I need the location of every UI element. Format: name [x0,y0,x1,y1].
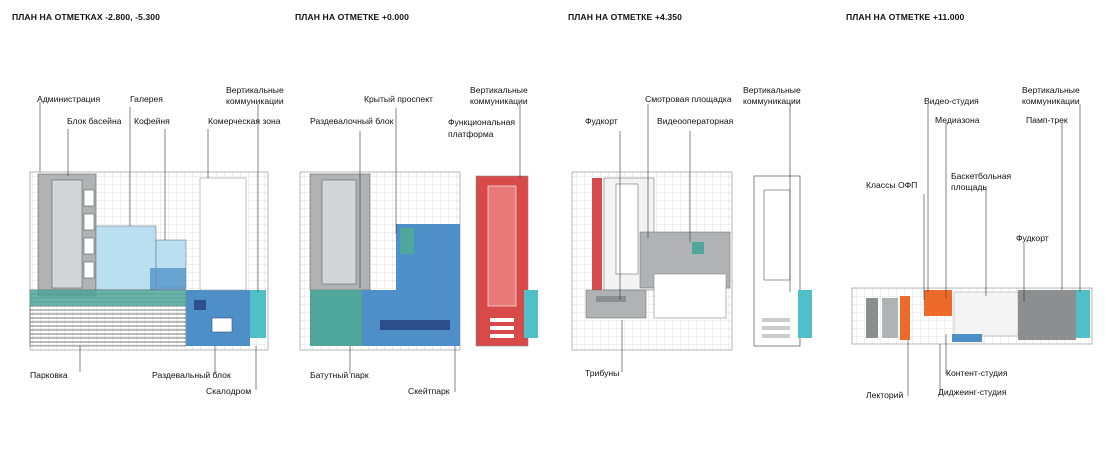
label-vertical-comms: Вертикальные коммуникации [470,85,528,106]
label-lecture-hall: Лекторий [866,390,904,400]
cafe-accent [150,268,186,290]
label-video-studio: Видео-студия [924,96,979,106]
label-changing-block: Раздевальный блок [152,370,231,380]
pump-track-zone [1018,290,1076,340]
label-basketball: Баскетбольная площадь [951,171,1012,192]
vertical-comms-zone [250,290,266,338]
label-content-studio: Контент-студия [946,368,1008,378]
label-administration: Администрация [37,94,101,104]
label-media-zone: Медиазона [935,115,980,125]
panel-4-title: ПЛАН НА ОТМЕТКЕ +11.000 [846,12,965,22]
djing-zone [952,334,982,342]
label-tribunes: Трибуны [585,368,620,378]
trampoline-park-zone-2 [310,290,362,346]
label-viewing-platform: Смотровая площадка [645,94,732,104]
tribunes-zone [585,289,647,319]
label-pump-track: Памп-трек [1026,115,1068,125]
video-operator-zone [692,242,704,254]
plan-2 [299,171,538,351]
label-vertical-comms: Вертикальные коммуникации [743,85,801,106]
label-vertical-comms: Вертикальные коммуникации [226,85,284,106]
label-ofp-classes: Классы ОФП [866,180,918,190]
leader-lines [39,102,1081,396]
label-skatepark: Скейтпарк [408,386,450,396]
label-foodcourt: Фудкорт [585,116,618,126]
basketball-zone [953,291,1019,337]
gallery-zone [95,225,157,291]
vertical-comms-zone [1076,290,1090,338]
label-djing-studio: Диджеинг-студия [938,387,1007,397]
foodcourt-zone [592,178,602,298]
ofp-classes-zone [866,298,878,338]
vertical-comms-zone [798,290,812,338]
label-parking: Парковка [30,370,68,380]
panel-1-title: ПЛАН НА ОТМЕТКАХ -2.800, -5.300 [12,12,161,22]
label-video-operator: Видеооператорная [657,116,734,126]
trampoline-park-zone [362,290,460,346]
label-changing-block: Раздевалочный блок [310,116,394,126]
label-foodcourt: Фудкорт [1016,233,1049,243]
label-commercial: Комерческая зона [208,116,281,126]
label-cafe: Кофейня [134,116,170,126]
lecture-hall-zone [900,296,910,340]
label-gallery: Галерея [130,94,163,104]
media-zone [924,290,952,316]
label-vertical-comms: Вертикальные коммуникации [1022,85,1080,106]
vertical-comms-zone [524,290,538,338]
label-functional-platform: Функциональная платформа [448,117,516,139]
commercial-zone [199,177,247,291]
plan-3 [571,171,812,351]
panel-2-title: ПЛАН НА ОТМЕТКЕ +0.000 [295,12,409,22]
label-trampoline-park: Батутный парк [310,370,369,380]
plan-1 [29,171,269,351]
label-covered-avenue: Крытый проспект [364,94,433,104]
label-pool-block: Блок басейна [67,116,122,126]
panel-3-title: ПЛАН НА ОТМЕТКЕ +4.350 [568,12,682,22]
label-climbing: Скалодром [206,386,252,396]
plan-4 [851,287,1093,345]
